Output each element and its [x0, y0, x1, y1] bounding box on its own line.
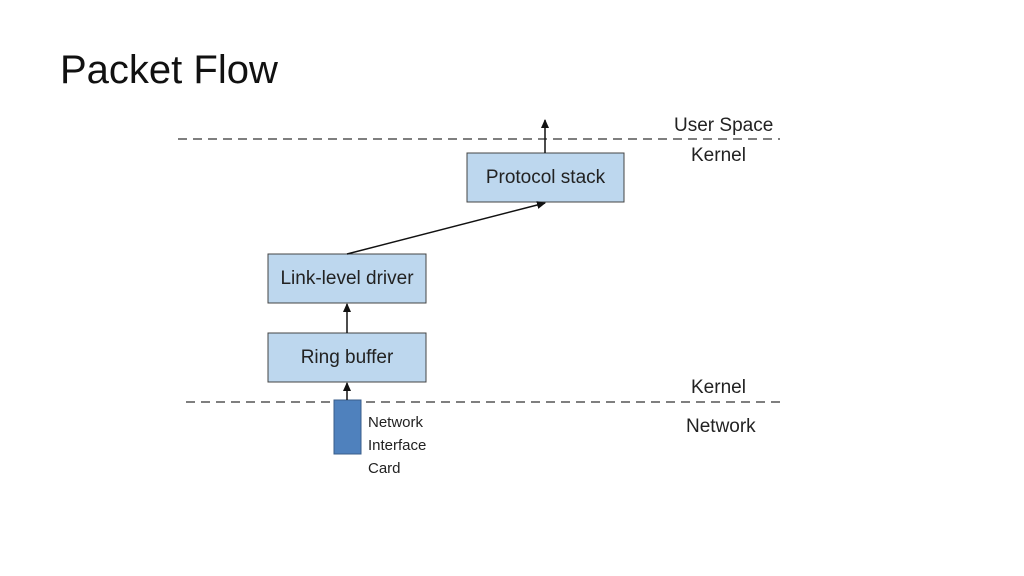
zone-label-user-space: User Space: [674, 115, 773, 136]
zone-label-network: Network: [686, 416, 756, 437]
zone-label-kernel-bottom: Kernel: [691, 377, 746, 398]
link-level-driver-label: Link-level driver: [280, 268, 414, 289]
arrow-driver-to-protocol-stack: [346, 201, 546, 255]
ring-buffer-label: Ring buffer: [301, 347, 394, 368]
nic-label-line-1: Network: [368, 414, 424, 431]
slide-title: Packet Flow: [60, 48, 278, 92]
network-interface-card: [333, 399, 362, 455]
nic-label-line-2: Interface: [368, 437, 426, 454]
zone-label-kernel-top: Kernel: [691, 145, 746, 166]
ring-buffer-box: Ring buffer: [267, 332, 427, 383]
link-level-driver-box: Link-level driver: [267, 253, 427, 304]
nic-label-line-3: Card: [368, 460, 401, 477]
protocol-stack-box: Protocol stack: [466, 152, 625, 203]
protocol-stack-label: Protocol stack: [486, 167, 606, 188]
